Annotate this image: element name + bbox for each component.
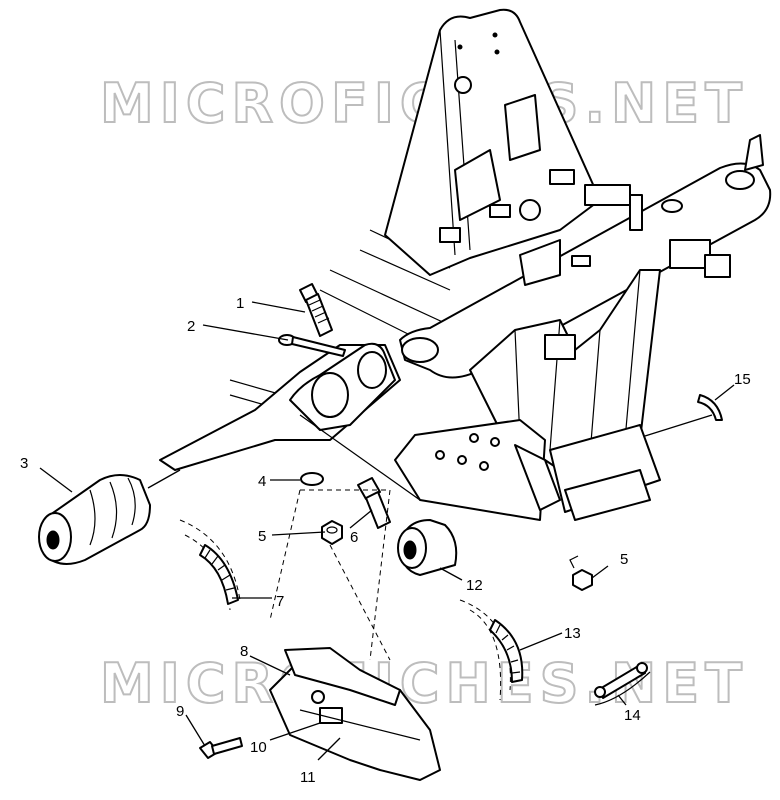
part-12-drum [397, 519, 458, 576]
part-5-nut-right [569, 555, 593, 591]
callout-13: 13 [564, 625, 581, 642]
part-11-skid-plate [269, 647, 441, 781]
callout-5a: 5 [258, 528, 266, 545]
part-5-nut-left [321, 520, 343, 545]
callout-6: 6 [350, 529, 358, 546]
part-1-bolt [299, 283, 333, 337]
crossbeam [399, 134, 772, 379]
leader-lines [39, 301, 735, 761]
part-14-link [594, 662, 651, 706]
swingarm [159, 342, 561, 521]
part-9-bolt [199, 737, 243, 759]
watermark-bottom: MICROFICHES.NET [100, 652, 748, 715]
lower-frame [469, 239, 661, 521]
callout-10: 10 [250, 739, 267, 756]
callout-8: 8 [240, 643, 248, 660]
callout-7: 7 [276, 593, 284, 610]
callout-14: 14 [624, 707, 641, 724]
part-15-clip [697, 394, 723, 421]
callout-9: 9 [176, 703, 184, 720]
callout-1: 1 [236, 295, 244, 312]
callout-4: 4 [258, 473, 266, 490]
callout-2: 2 [187, 318, 195, 335]
part-7-track [179, 519, 241, 611]
callout-labels: 1 2 3 4 5 5 6 7 8 9 10 11 12 13 14 15 [20, 295, 751, 786]
mounting-tower [384, 8, 601, 276]
part-13-track [459, 599, 524, 701]
callout-12: 12 [466, 577, 483, 594]
callout-3: 3 [20, 455, 28, 472]
part-6-bolt [357, 477, 391, 529]
part-4-washer [300, 472, 324, 486]
callout-15: 15 [734, 371, 751, 388]
callout-5b: 5 [620, 551, 628, 568]
part-3-roller [38, 474, 151, 565]
part-2-pin [278, 334, 346, 357]
callout-11: 11 [300, 769, 316, 786]
